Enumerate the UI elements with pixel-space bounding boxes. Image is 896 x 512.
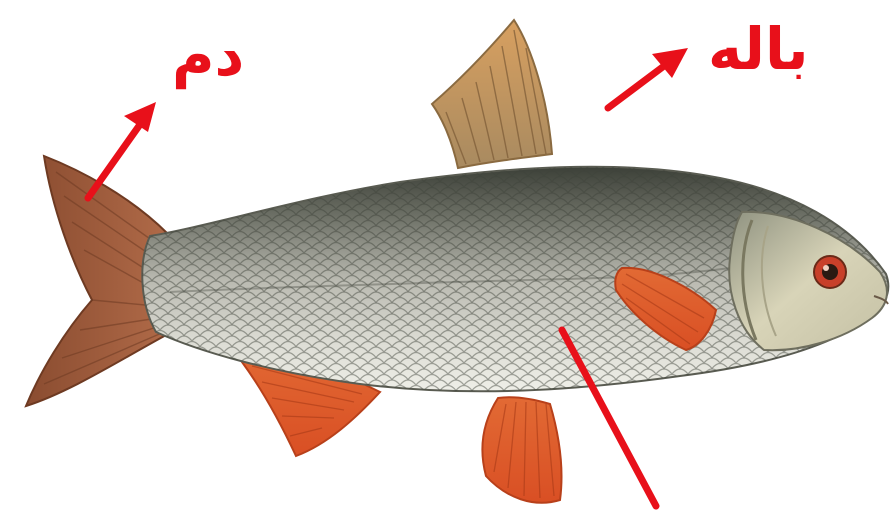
fish-eye — [814, 256, 846, 288]
arrow-up-right-icon — [88, 102, 156, 198]
anal-fin — [482, 397, 561, 502]
fish-head — [729, 212, 888, 350]
dorsal-fin — [432, 20, 552, 168]
tail-label: دم — [172, 26, 244, 84]
fin-label: باله — [708, 20, 809, 78]
arrow-up-right-icon — [608, 48, 688, 108]
